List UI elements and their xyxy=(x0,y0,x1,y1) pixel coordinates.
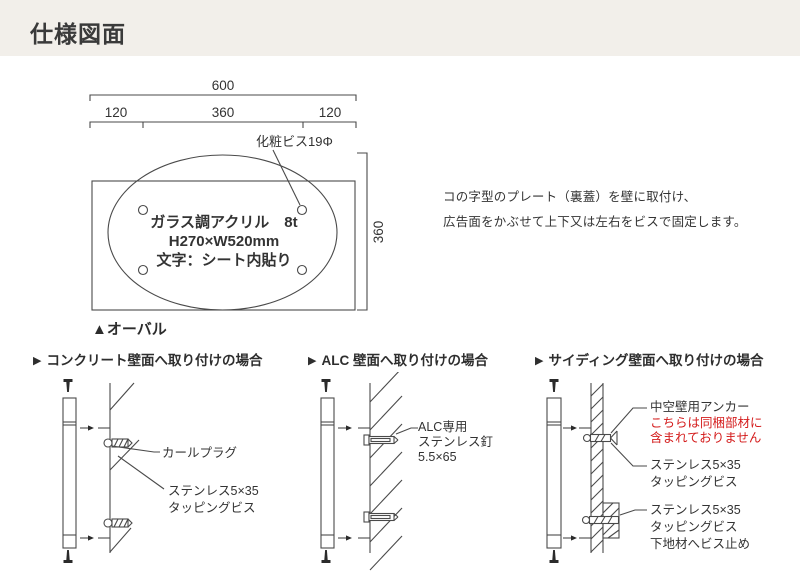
not-included-note-line1: こちらは同梱部材に xyxy=(650,415,763,430)
plate-size-text: H270×W520mm xyxy=(169,233,279,250)
leader-lines xyxy=(610,407,647,516)
dim-height-label: 360 xyxy=(371,221,386,244)
mount-direction-arrows xyxy=(80,425,110,541)
mounting-description: コの字型のプレート（裏蓋）を壁に取付け、 広告面をかぶせて上下又は左右をビスで固… xyxy=(443,185,747,235)
section-title-alc: ▶ ALC 壁面へ取り付けの場合 xyxy=(308,352,488,371)
label-line: タッピングビス xyxy=(650,520,738,534)
dimension-segments: 120 360 120 xyxy=(89,105,357,128)
label-line: 下地材へビス止め xyxy=(650,537,751,551)
section-title-alc-text: ALC 壁面へ取り付けの場合 xyxy=(321,353,488,368)
alc-wall xyxy=(369,372,403,571)
siding-panel xyxy=(590,383,604,553)
oval-caption: ▲オーバル xyxy=(92,321,167,338)
sign-plate-side-view xyxy=(62,397,77,549)
label-line: タッピングビス xyxy=(168,501,256,515)
screw-leader-line xyxy=(272,149,301,206)
triangle-marker-icon: ▶ xyxy=(308,355,317,367)
page-header: 仕様図面 xyxy=(0,0,800,56)
description-line-1: コの字型のプレート（裏蓋）を壁に取付け、 xyxy=(443,190,697,204)
leader-line xyxy=(395,427,418,435)
dim-360-label: 360 xyxy=(212,105,235,120)
fixing-screw-bottom-icon xyxy=(63,550,73,563)
label-line: ALC専用 xyxy=(418,420,468,434)
not-included-note-line2: 含まれておりません xyxy=(650,431,762,445)
label-line: ステンレス5×35 xyxy=(168,484,259,498)
fixing-screw-top-icon xyxy=(63,379,73,392)
dim-600-label: 600 xyxy=(212,78,235,93)
leader-lines xyxy=(111,445,165,490)
decorative-screw-label: 化粧ビス19Φ xyxy=(256,134,333,149)
sign-plate-side-view xyxy=(546,397,562,549)
fixing-screw-bottom-icon xyxy=(549,550,559,563)
section-title-siding: ▶ サイディング壁面へ取り付けの場合 xyxy=(535,352,764,371)
mount-direction-arrows xyxy=(563,425,591,541)
label-line: ステンレス5×35 xyxy=(650,458,741,472)
tapping-screw-with-plug xyxy=(103,438,133,448)
label-base-material-screw: ステンレス5×35 タッピングビス 下地材へビス止め xyxy=(650,502,750,553)
alc-stainless-nail xyxy=(363,434,399,446)
dimension-height: 360 xyxy=(357,152,386,311)
label-line: 5.5×65 xyxy=(418,450,457,464)
base-material-screw xyxy=(581,515,620,525)
label-line: ステンレス釘 xyxy=(418,435,494,449)
alc-mount-diagram xyxy=(320,372,418,571)
sign-plate-side-view xyxy=(320,397,335,549)
label-hollow-wall-anchor: 中空壁用アンカー こちらは同梱部材に 含まれておりません xyxy=(650,400,763,447)
plate-lettering-text: 文字：シート内貼り xyxy=(156,251,291,269)
label-karl-plug: カールプラグ xyxy=(162,446,238,460)
dimension-total-width: 600 xyxy=(89,78,357,101)
plate-material-text: ガラス調アクリル 8t xyxy=(150,213,297,231)
triangle-marker-icon: ▶ xyxy=(33,355,42,367)
fixing-screw-top-icon xyxy=(321,379,331,392)
page-title: 仕様図面 xyxy=(30,21,126,47)
section-title-siding-text: サイディング壁面へ取り付けの場合 xyxy=(548,353,764,368)
label-concrete-tapping-screw: ステンレス5×35 タッピングビス xyxy=(168,483,259,517)
dim-120-right-label: 120 xyxy=(319,105,342,120)
label-line: タッピングビス xyxy=(650,475,738,489)
label-siding-tapping-screw: ステンレス5×35 タッピングビス xyxy=(650,457,741,491)
siding-mount-diagram xyxy=(546,379,647,563)
mount-direction-arrows xyxy=(338,425,370,541)
screw-holes xyxy=(137,204,308,276)
section-title-concrete: ▶ コンクリート壁面へ取り付けの場合 xyxy=(33,352,262,371)
concrete-mount-diagram xyxy=(62,379,165,563)
triangle-marker-icon: ▶ xyxy=(535,355,544,367)
section-title-concrete-text: コンクリート壁面へ取り付けの場合 xyxy=(46,353,263,368)
fixing-screw-top-icon xyxy=(549,379,559,392)
oval-plate-drawing: 600 120 360 120 化粧ビス19Φ ガラス調アクリル 8t H270… xyxy=(89,78,386,338)
fixing-screw-bottom-icon xyxy=(321,550,331,563)
back-plate-outline xyxy=(91,180,356,311)
label-alc-nail: ALC専用 ステンレス釘 5.5×65 xyxy=(418,420,493,465)
label-line: 中空壁用アンカー xyxy=(650,400,750,414)
hollow-wall-anchor-screw xyxy=(582,430,618,446)
dim-120-left-label: 120 xyxy=(105,105,128,120)
label-line: ステンレス5×35 xyxy=(650,503,741,517)
description-line-2: 広告面をかぶせて上下又は左右をビスで固定します。 xyxy=(443,215,747,229)
